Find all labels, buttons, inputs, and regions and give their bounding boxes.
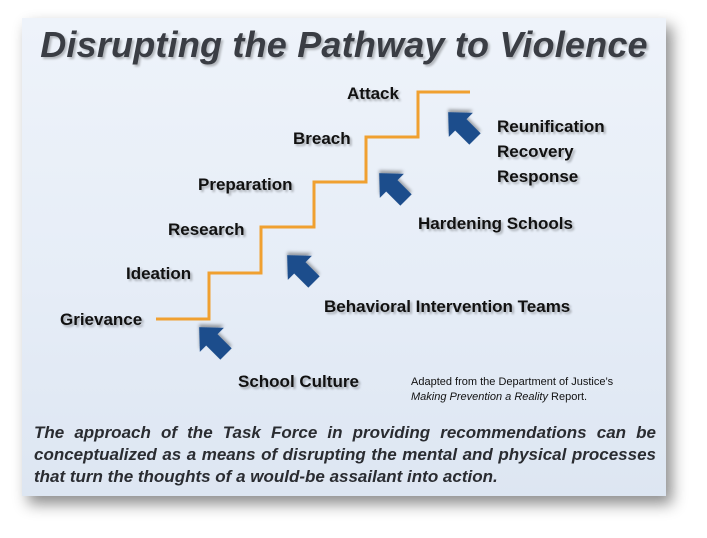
arrow-post-event-icon <box>448 112 481 145</box>
caption-text: The approach of the Task Force in provid… <box>34 423 656 486</box>
intervention-behavioral-teams: Behavioral Intervention Teams <box>324 297 571 316</box>
intervention-school-culture: School Culture <box>238 372 359 391</box>
intervention-hardening-schools: Hardening Schools <box>418 214 573 233</box>
step-ideation: Ideation <box>126 264 192 283</box>
source-note-title: Making Prevention a Reality <box>411 391 548 403</box>
arrow-hardening-icon <box>379 173 412 206</box>
staircase-line <box>156 90 470 321</box>
pathway-diagram <box>156 90 481 360</box>
label-reunification: Reunification <box>497 117 605 136</box>
step-preparation: Preparation <box>198 175 293 194</box>
step-research: Research <box>168 220 245 239</box>
arrow-school-culture-icon <box>199 327 232 360</box>
source-note: Adapted from the Department of Justice’s… <box>411 375 613 405</box>
source-note-line2: Making Prevention a Reality Report. <box>411 390 613 405</box>
slide-title: Disrupting the Pathway to Violence <box>40 24 648 65</box>
intervention-post-event: Reunification Recovery Response <box>497 114 605 189</box>
source-note-line1: Adapted from the Department of Justice’s <box>411 376 614 388</box>
step-attack: Attack <box>347 84 399 103</box>
slide-card: Disrupting the Pathway to Violence Griev… <box>22 18 666 496</box>
arrow-behavioral-icon <box>287 255 320 288</box>
label-response: Response <box>497 167 579 186</box>
source-note-suffix: Report. <box>547 391 588 403</box>
label-recovery: Recovery <box>497 142 574 161</box>
step-breach: Breach <box>293 129 351 148</box>
step-grievance: Grievance <box>60 310 143 329</box>
